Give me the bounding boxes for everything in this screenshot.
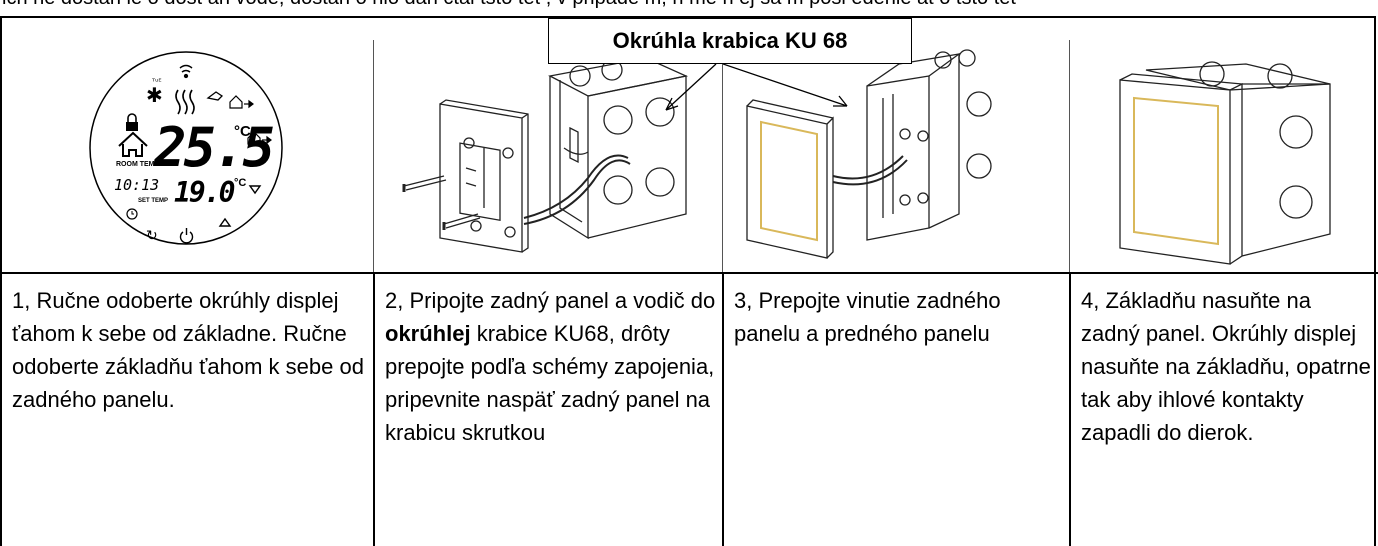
- step-1-text: 1, Ručne odoberte okrúhly displej ťahom …: [12, 288, 364, 412]
- home-auto-icon: [229, 95, 254, 109]
- svg-text:ROOM TEMP: ROOM TEMP: [116, 161, 159, 168]
- room-home-icon: [118, 131, 148, 157]
- text-divider-1: [373, 274, 375, 546]
- away-auto-icon: [247, 131, 272, 145]
- lock-icon: [126, 113, 138, 131]
- image-divider-3: [1069, 40, 1070, 272]
- thermostat-display-image: ✱ ᵀᵘᴱ ROOM TEMP 25.5 °C 10:13 SET TEMP 1…: [2, 18, 372, 272]
- clock-time: 10:13: [114, 176, 159, 194]
- heating-icon: [175, 89, 195, 115]
- svg-text:SET TEMP: SET TEMP: [138, 198, 168, 204]
- current-temperature: 25.5: [153, 116, 274, 179]
- svg-text:°C: °C: [234, 123, 251, 140]
- image-divider-1: [373, 40, 374, 272]
- set-temperature: 19.0: [174, 176, 235, 209]
- image-divider-2: [722, 40, 723, 272]
- front-and-back-panel-image: [723, 18, 1069, 272]
- box-callout-label: Okrúhla krabica KU 68: [548, 18, 912, 64]
- power-icon: [179, 228, 194, 244]
- assembled-unit-image: [1070, 18, 1376, 272]
- clock-icon: [126, 208, 138, 220]
- text-divider-2: [722, 274, 724, 546]
- up-arrow-icon: [218, 217, 232, 227]
- snowflake-icon: ✱: [146, 83, 163, 107]
- cut-off-text: ich ne dostan le o dost an vode, dostan …: [2, 0, 1016, 8]
- hand-icon: [206, 91, 224, 101]
- instruction-table: [0, 16, 1376, 546]
- step-2-text: 2, Pripojte zadný panel a vodič do okrúh…: [385, 288, 716, 445]
- mode-cycle-icon: ↻: [146, 228, 158, 244]
- down-arrow-icon: [248, 185, 262, 195]
- back-panel-and-box-image: [374, 18, 722, 272]
- step-4-text: 4, Základňu nasuňte na zadný panel. Okrú…: [1081, 288, 1371, 445]
- text-divider-3: [1069, 274, 1071, 546]
- svg-text:ᵀᵘᴱ: ᵀᵘᴱ: [151, 77, 162, 86]
- wifi-icon: [179, 64, 193, 79]
- cut-off-text-strip: ich ne dostan le o dost an vode, dostan …: [0, 0, 1378, 8]
- svg-text:°C: °C: [234, 177, 246, 189]
- step-3-text: 3, Prepojte vinutie zadného panelu a pre…: [734, 288, 1001, 346]
- table-row-divider: [0, 272, 1378, 274]
